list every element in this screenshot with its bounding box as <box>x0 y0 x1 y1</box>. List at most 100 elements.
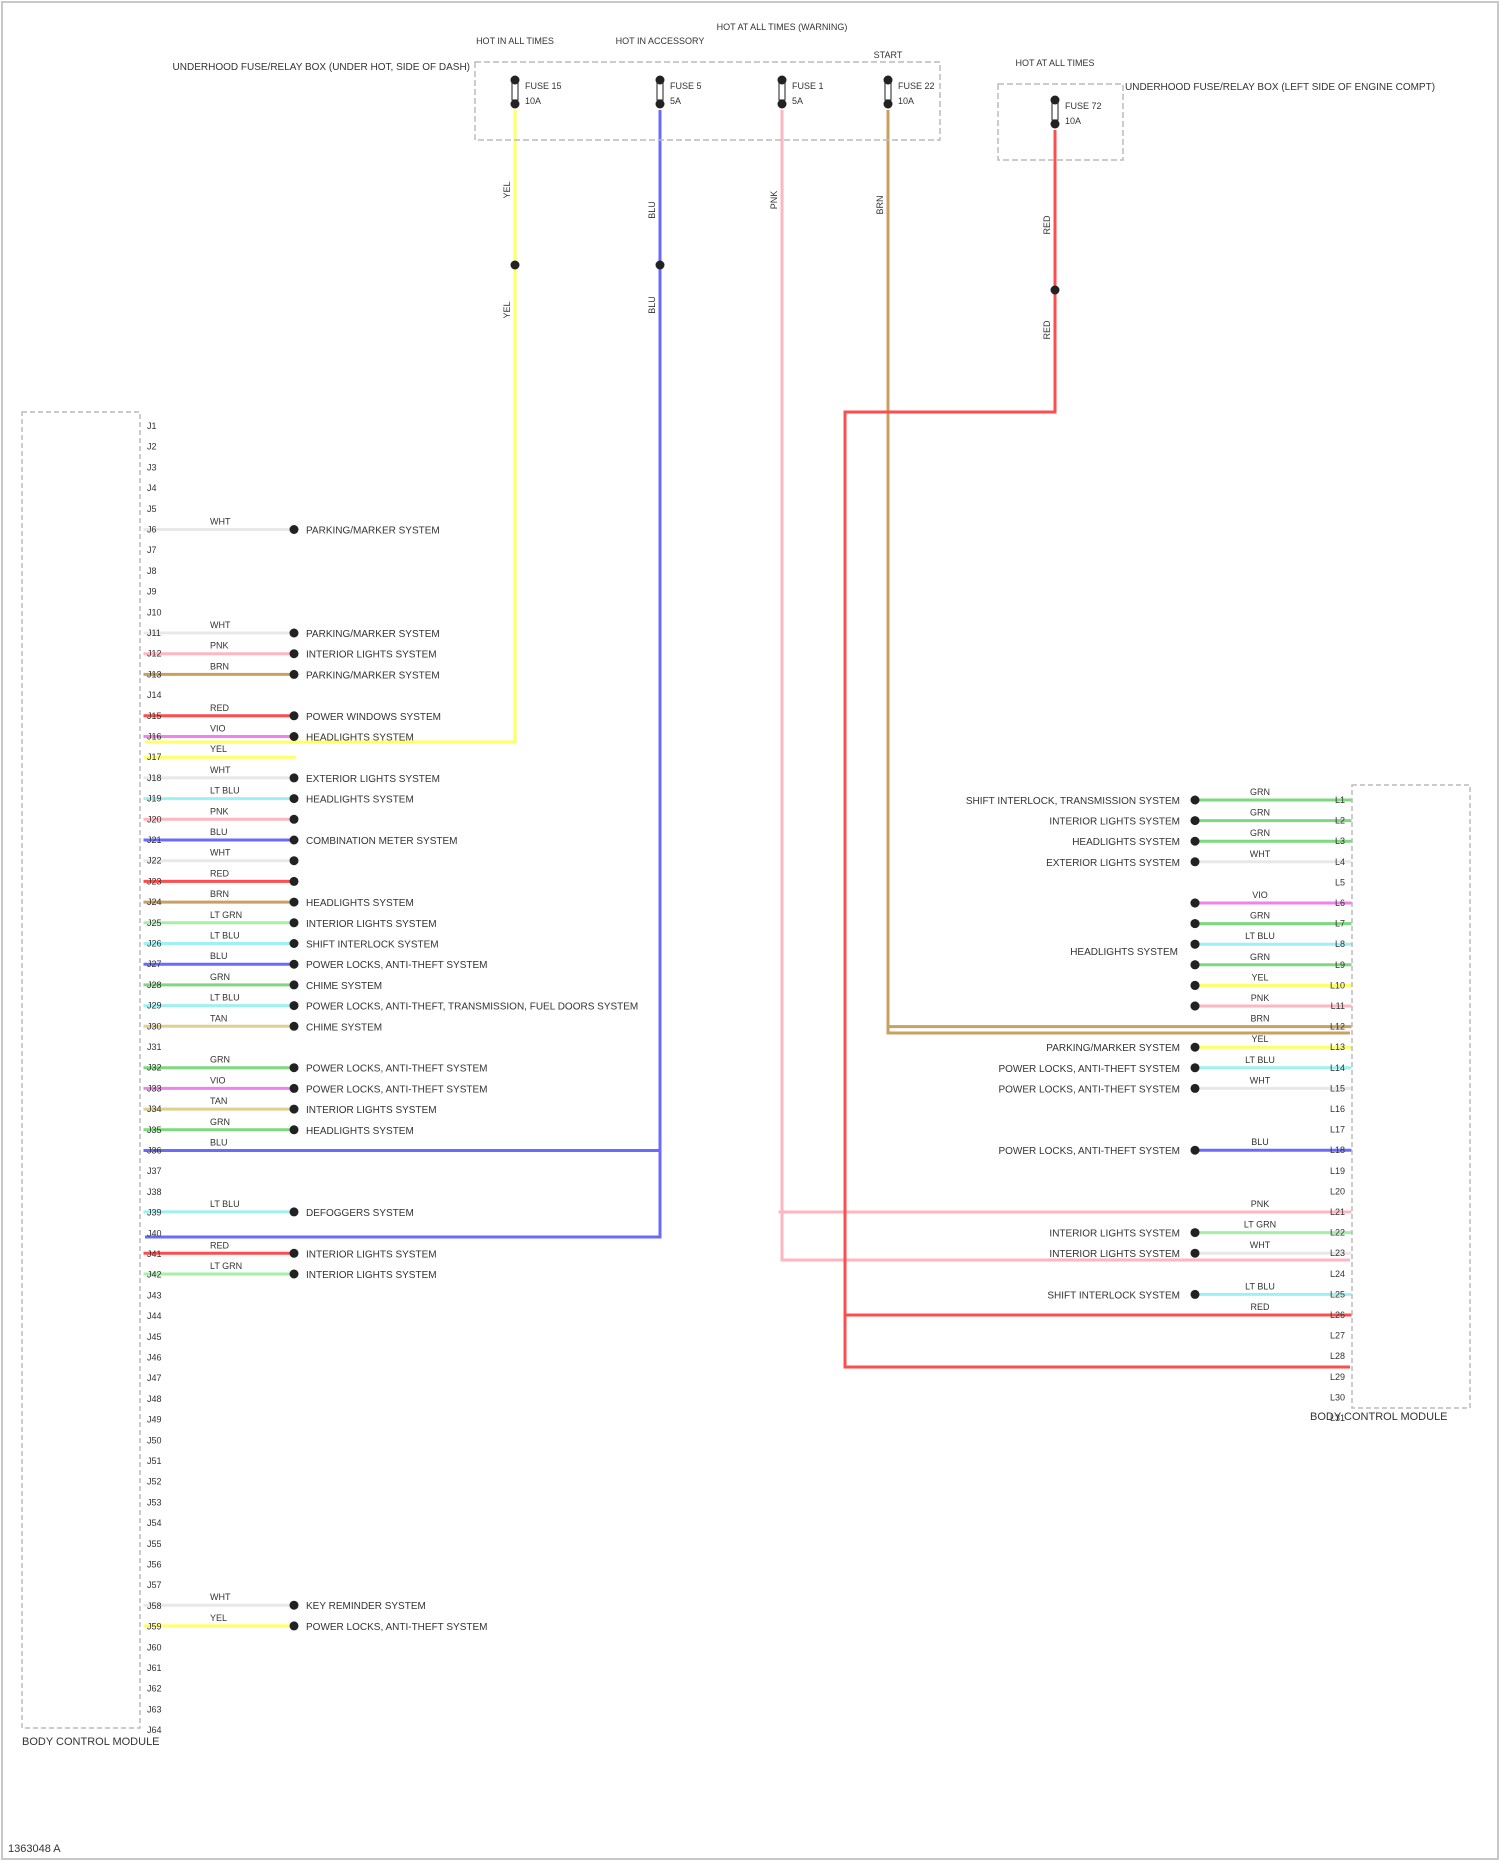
left-pin-51: J51 <box>147 1456 162 1466</box>
left-pin-47: J47 <box>147 1373 162 1383</box>
fuse-header-4: START <box>874 50 903 60</box>
left-pin-16: J16 <box>147 732 162 742</box>
fuse-header-3: HOT AT ALL TIMES (WARNING) <box>717 22 848 32</box>
left-circuit-4-color: BRN <box>210 661 229 671</box>
left-circuit-26-destination: DEFOGGERS SYSTEM <box>306 1208 414 1219</box>
right-pin-24: L24 <box>1330 1269 1345 1279</box>
left-circuit-22-destination: POWER LOCKS, ANTI-THEFT SYSTEM <box>306 1084 488 1095</box>
left-pin-58: J58 <box>147 1601 162 1611</box>
headlights-group-dot-1 <box>1191 899 1200 908</box>
left-circuit-10-connector <box>290 815 299 824</box>
left-circuit-6-destination: HEADLIGHTS SYSTEM <box>306 733 414 744</box>
right-circuit-19-color: LT BLU <box>1245 1281 1275 1291</box>
fuse-3-symbol <box>779 82 785 100</box>
left-circuit-23-destination: INTERIOR LIGHTS SYSTEM <box>306 1105 437 1116</box>
left-pin-23: J23 <box>147 876 162 886</box>
fuse-5-amps: 10A <box>1065 116 1081 126</box>
left-circuit-18-destination: CHIME SYSTEM <box>306 981 382 992</box>
feed-wire-label-6: BRN <box>875 195 885 214</box>
right-pin-22: L22 <box>1330 1228 1345 1238</box>
fuse-5-symbol <box>1052 102 1058 120</box>
left-circuit-3-destination: INTERIOR LIGHTS SYSTEM <box>306 650 437 661</box>
right-circuit-12-connector <box>1191 1043 1200 1052</box>
right-pin-5: L5 <box>1335 877 1345 887</box>
left-circuit-5-connector <box>290 711 299 720</box>
right-pin-14: L14 <box>1330 1063 1345 1073</box>
right-circuit-2-connector <box>1191 816 1200 825</box>
left-circuit-5-destination: POWER WINDOWS SYSTEM <box>306 712 441 723</box>
left-circuit-17-connector <box>290 960 299 969</box>
left-pin-5: J5 <box>147 504 157 514</box>
left-circuit-11-color: BLU <box>210 827 228 837</box>
left-circuit-21-destination: POWER LOCKS, ANTI-THEFT SYSTEM <box>306 1064 488 1075</box>
left-pin-29: J29 <box>147 1001 162 1011</box>
left-circuit-9-destination: HEADLIGHTS SYSTEM <box>306 795 414 806</box>
fuse-1-name: FUSE 15 <box>525 81 562 91</box>
right-circuit-13-destination: POWER LOCKS, ANTI-THEFT SYSTEM <box>998 1064 1180 1075</box>
left-pin-20: J20 <box>147 814 162 824</box>
left-pin-25: J25 <box>147 918 162 928</box>
right-pin-6: L6 <box>1335 898 1345 908</box>
left-circuit-24-destination: HEADLIGHTS SYSTEM <box>306 1126 414 1137</box>
left-pin-49: J49 <box>147 1415 162 1425</box>
fuse-2-terminal <box>656 76 665 85</box>
headlights-group-label: HEADLIGHTS SYSTEM <box>1070 947 1178 958</box>
left-pin-13: J13 <box>147 669 162 679</box>
left-pin-43: J43 <box>147 1290 162 1300</box>
fuse-header-2: HOT IN ACCESSORY <box>616 36 705 46</box>
left-circuit-13-connector <box>290 877 299 886</box>
left-pin-61: J61 <box>147 1663 162 1673</box>
left-pin-8: J8 <box>147 566 157 576</box>
left-circuit-18-color: GRN <box>210 972 230 982</box>
left-pin-53: J53 <box>147 1497 162 1507</box>
right-circuit-18-connector <box>1191 1249 1200 1258</box>
left-circuit-23-connector <box>290 1105 299 1114</box>
left-pin-6: J6 <box>147 525 157 535</box>
fuse-1-terminal <box>511 76 520 85</box>
feed-splice-3 <box>1051 286 1060 295</box>
right-pin-27: L27 <box>1330 1331 1345 1341</box>
left-pin-12: J12 <box>147 649 162 659</box>
right-pin-10: L10 <box>1330 980 1345 990</box>
right-circuit-14-connector <box>1191 1084 1200 1093</box>
headlights-group-dot-5 <box>1191 981 1200 990</box>
left-pin-21: J21 <box>147 835 162 845</box>
right-circuit-14-color: WHT <box>1250 1075 1271 1085</box>
right-circuit-2-destination: INTERIOR LIGHTS SYSTEM <box>1049 817 1180 828</box>
left-pin-9: J9 <box>147 587 157 597</box>
left-circuit-4-connector <box>290 670 299 679</box>
right-circuit-3-connector <box>1191 837 1200 846</box>
right-circuit-12-destination: PARKING/MARKER SYSTEM <box>1046 1043 1180 1054</box>
fuse-box-1-label: UNDERHOOD FUSE/RELAY BOX (UNDER HOT, SID… <box>173 62 470 73</box>
left-circuit-22-connector <box>290 1084 299 1093</box>
left-circuit-14-connector <box>290 898 299 907</box>
left-pin-45: J45 <box>147 1332 162 1342</box>
left-circuit-13-color: RED <box>210 868 230 878</box>
right-circuit-3-destination: HEADLIGHTS SYSTEM <box>1072 837 1180 848</box>
left-circuit-3-color: PNK <box>210 641 229 651</box>
left-pin-10: J10 <box>147 607 162 617</box>
fuse-4-out-terminal <box>884 100 893 109</box>
left-circuit-28-destination: INTERIOR LIGHTS SYSTEM <box>306 1270 437 1281</box>
fuse-box-2-label: UNDERHOOD FUSE/RELAY BOX (LEFT SIDE OF E… <box>1125 82 1435 93</box>
right-pin-31: L31 <box>1330 1413 1345 1423</box>
left-circuit-19-destination: POWER LOCKS, ANTI-THEFT, TRANSMISSION, F… <box>306 1002 638 1013</box>
fuse-4-terminal <box>884 76 893 85</box>
left-circuit-23-color: TAN <box>210 1096 227 1106</box>
left-pin-1: J1 <box>147 421 157 431</box>
right-pin-21: L21 <box>1330 1207 1345 1217</box>
left-circuit-25-color: BLU <box>210 1138 228 1148</box>
right-pin-26: L26 <box>1330 1310 1345 1320</box>
left-circuit-12-connector <box>290 856 299 865</box>
right-circuit-2-color: GRN <box>1250 808 1270 818</box>
right-pin-1: L1 <box>1335 795 1345 805</box>
right-circuit-17-color: LT GRN <box>1244 1220 1276 1230</box>
headlights-group-dot-3 <box>1191 940 1200 949</box>
right-circuit-8-color: GRN <box>1250 952 1270 962</box>
left-circuit-20-destination: CHIME SYSTEM <box>306 1022 382 1033</box>
right-circuit-13-color: LT BLU <box>1245 1055 1275 1065</box>
right-pin-28: L28 <box>1330 1351 1345 1361</box>
right-circuit-19-connector <box>1191 1290 1200 1299</box>
left-pin-52: J52 <box>147 1477 162 1487</box>
left-pin-36: J36 <box>147 1146 162 1156</box>
